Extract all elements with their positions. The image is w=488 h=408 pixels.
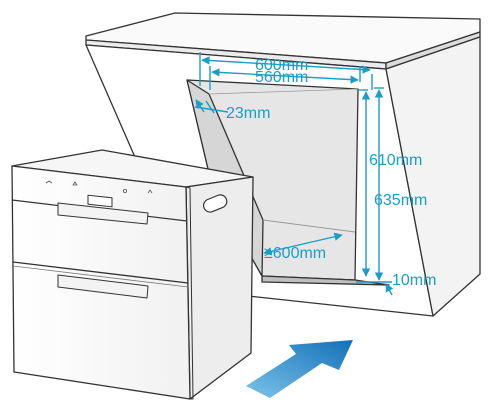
appliance-illustration [11, 149, 254, 400]
label-depth: ≥600mm [264, 245, 326, 262]
label-side-gap: 23mm [226, 105, 270, 122]
insert-direction-arrow [246, 340, 353, 398]
label-inner-height: 610mm [369, 152, 422, 169]
dimension-lines [194, 52, 394, 296]
label-outer-width: 600mm [255, 57, 308, 74]
label-outer-height: 635mm [374, 192, 427, 209]
label-bottom-gap: 10mm [392, 272, 436, 289]
label-inner-width: 560mm [255, 69, 308, 86]
